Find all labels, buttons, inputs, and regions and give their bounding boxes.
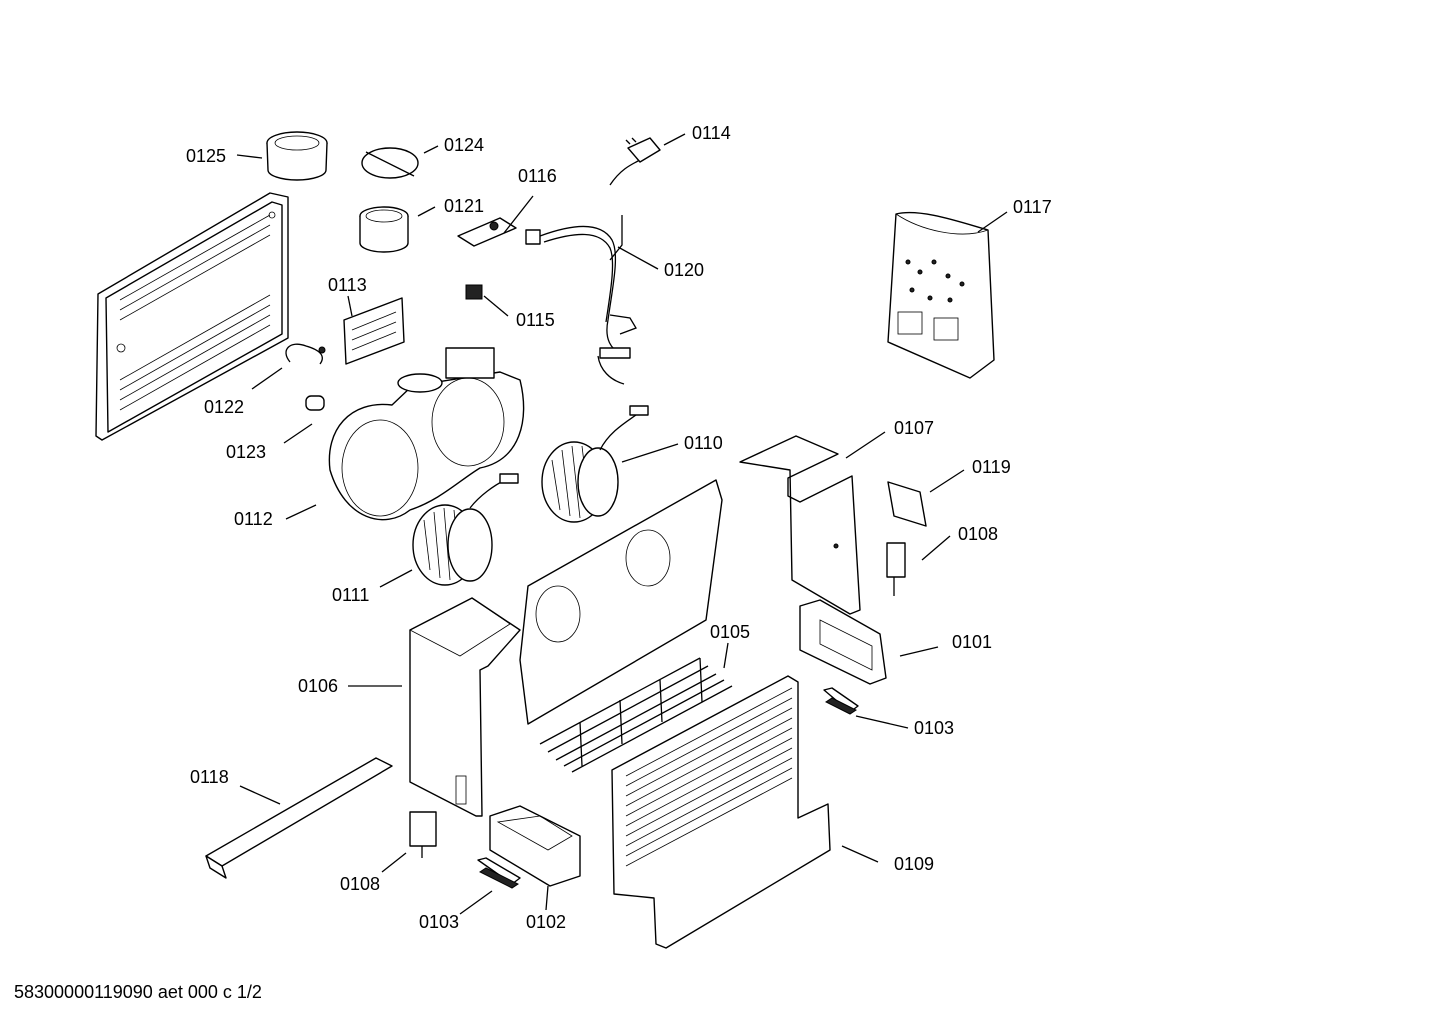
part-0103-clip-left (477, 857, 521, 889)
label-0105: 0105 (710, 622, 750, 642)
part-0115-clip (465, 284, 483, 300)
label-0111: 0111 (332, 585, 369, 605)
label-0113: 0113 (328, 275, 367, 295)
part-0109-front-panel (611, 675, 831, 949)
part-0119-plate (887, 481, 927, 527)
back-panel-fan-openings (519, 479, 723, 725)
part-0106-box (409, 597, 521, 817)
part-0107-bracket (739, 435, 861, 615)
part-0121-collar (359, 206, 409, 253)
label-0102: 0102 (526, 912, 566, 932)
part-0118-rail (205, 757, 393, 879)
label-0108-right: 0108 (958, 524, 998, 544)
part-0113-circuit-board (343, 297, 405, 365)
side-panel-left (95, 192, 289, 441)
part-0108-switch-left (409, 811, 437, 858)
label-0106: 0106 (298, 676, 338, 696)
leader-lines (236, 133, 1008, 915)
label-0107: 0107 (894, 418, 934, 438)
label-0124: 0124 (444, 135, 484, 155)
part-labels: 0125 0124 0114 0116 0121 0117 0120 0113 … (186, 123, 1052, 932)
part-0114-plug (609, 137, 661, 186)
part-0117-screw-bag (887, 211, 995, 379)
part-0122-wire (285, 343, 326, 365)
label-0116: 0116 (518, 166, 557, 186)
part-0111-fan-wheel (412, 473, 519, 586)
label-0117: 0117 (1013, 197, 1052, 217)
label-0123: 0123 (226, 442, 266, 462)
part-0123-capacitor (305, 395, 325, 411)
part-0105-grille (539, 657, 733, 773)
label-0108-left: 0108 (340, 874, 380, 894)
label-0103-left: 0103 (419, 912, 459, 932)
part-0125-ring (266, 131, 328, 181)
part-0101-switch-block (799, 599, 887, 685)
part-0120-harness (525, 215, 637, 385)
label-0115: 0115 (516, 310, 555, 330)
label-0118: 0118 (190, 767, 229, 787)
label-0121: 0121 (444, 196, 484, 216)
part-0102-switch-block (489, 805, 581, 887)
label-0122: 0122 (204, 397, 244, 417)
label-0110: 0110 (684, 433, 723, 453)
label-0120: 0120 (664, 260, 704, 280)
label-0101: 0101 (952, 632, 992, 652)
label-0114: 0114 (692, 123, 731, 143)
label-0125: 0125 (186, 146, 226, 166)
label-0112: 0112 (234, 509, 273, 529)
part-0103-clip-right (823, 687, 859, 715)
label-0119: 0119 (972, 457, 1011, 477)
part-0108-switch-right (886, 542, 906, 596)
part-0116-board (457, 217, 517, 247)
drawing-number-footer: 58300000119090 aet 000 c 1/2 (14, 982, 262, 1002)
label-0103-right: 0103 (914, 718, 954, 738)
part-0110-fan-wheel (541, 405, 649, 523)
label-0109: 0109 (894, 854, 934, 874)
part-0112-fan-housing (328, 347, 525, 521)
part-0124-flap (361, 147, 419, 179)
